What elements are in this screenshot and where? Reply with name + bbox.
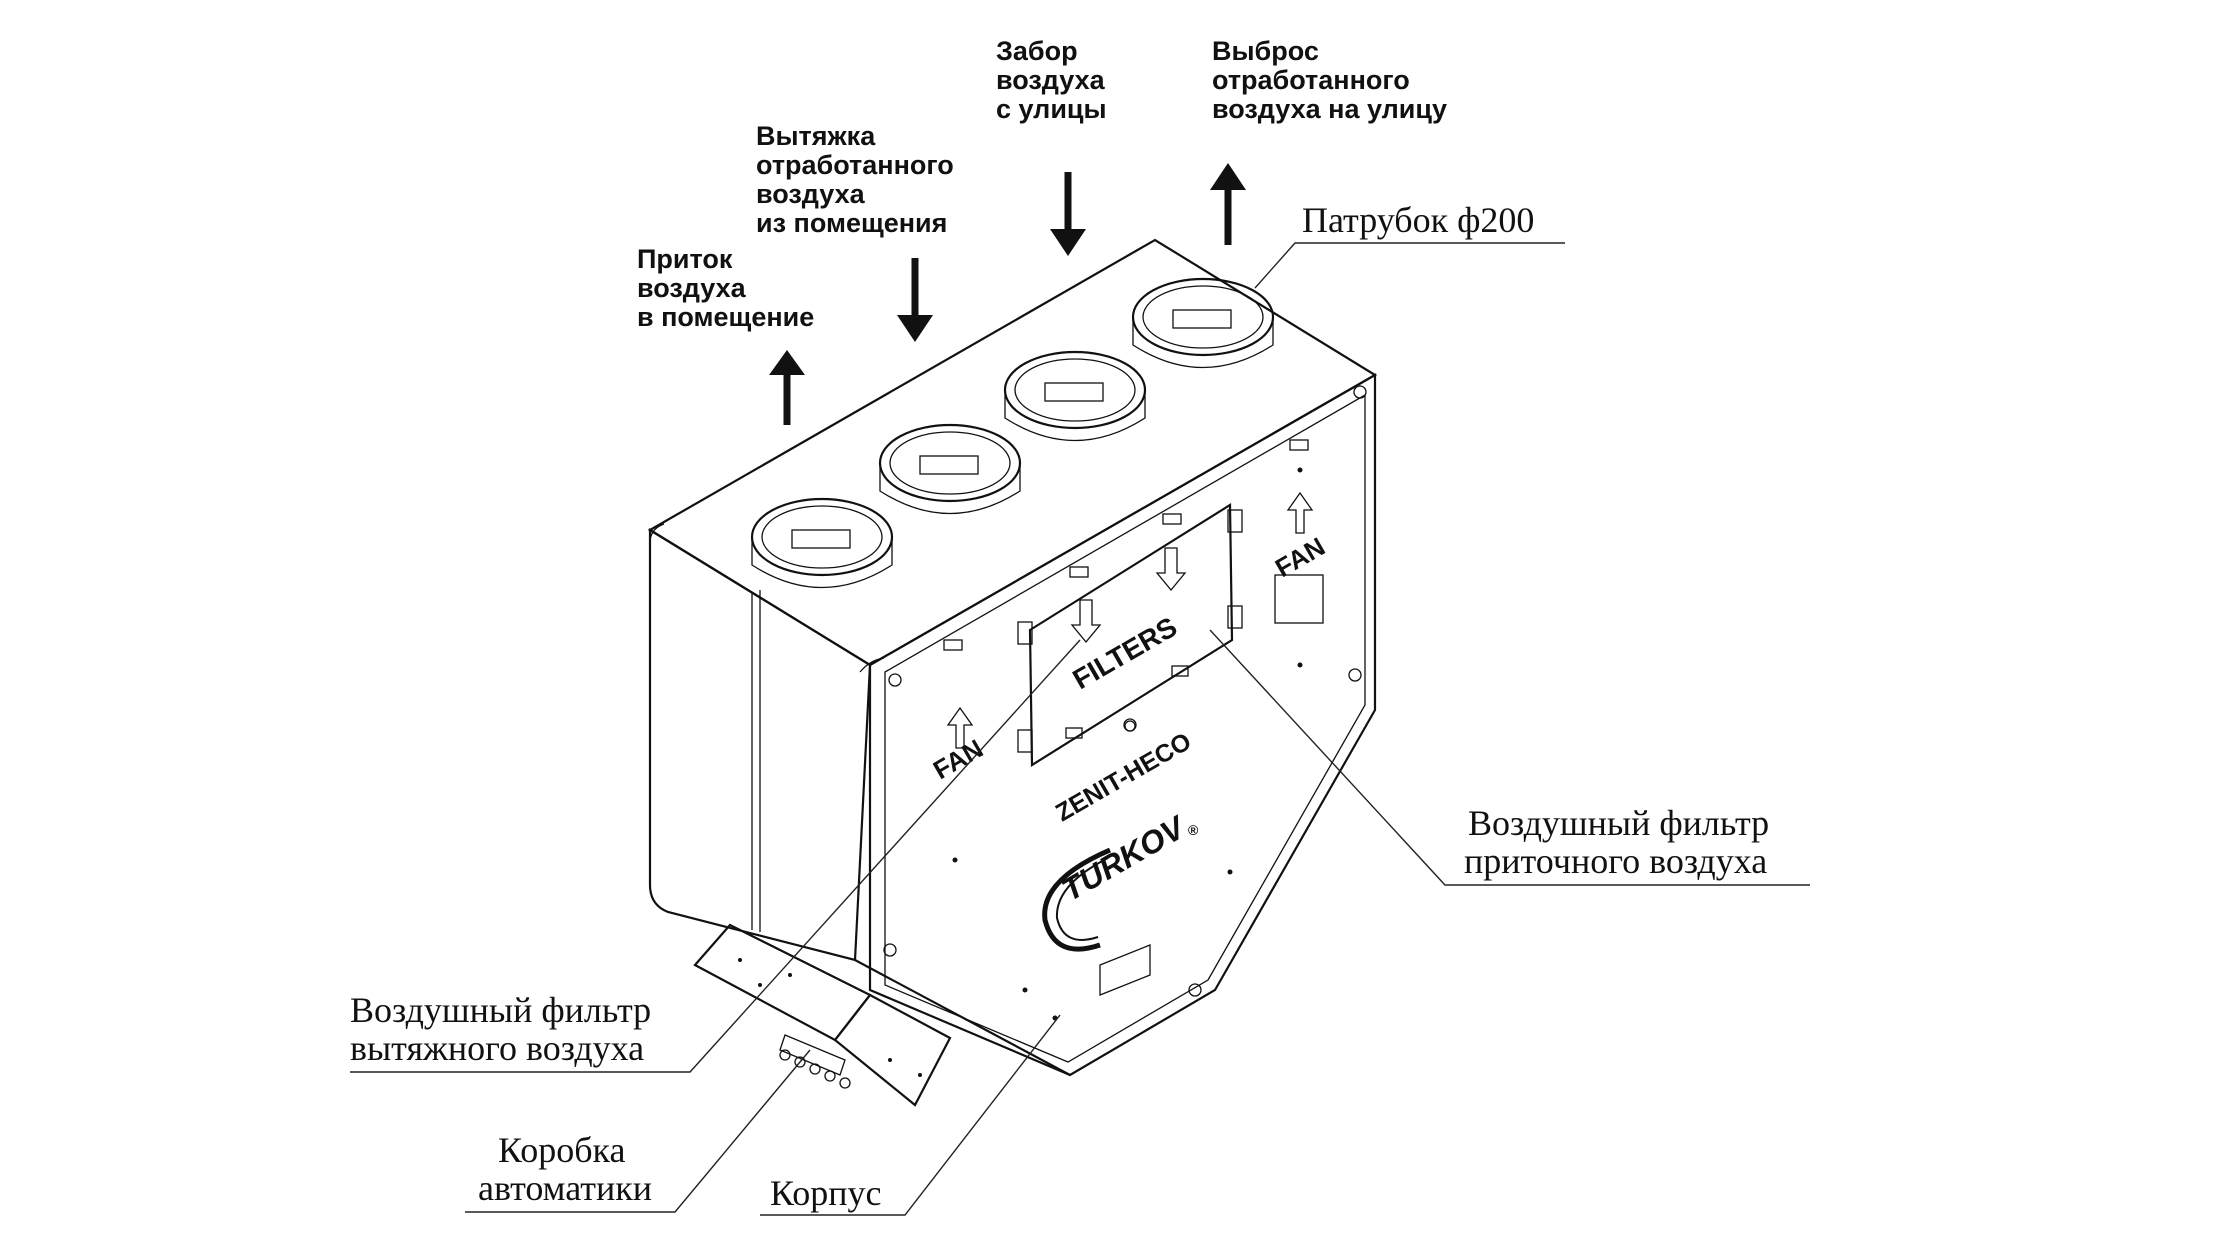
label-exhaust-outdoor: Выброс отработанного воздуха на улицу <box>1212 36 1447 124</box>
label-intake-line-1: Забор <box>996 36 1078 66</box>
label-extract-line-1: Вытяжка <box>756 121 876 151</box>
filter-hatch <box>1017 503 1243 767</box>
label-extract-from-room: Вытяжка отработанного воздуха из помещен… <box>756 121 954 238</box>
spigot-extract <box>878 423 1022 515</box>
label-supply-in-line-1: Приток <box>637 244 733 274</box>
label-intake-outdoor: Забор воздуха с улицы <box>996 36 1107 124</box>
callout-supply-filter: Воздушный фильтр приточного воздуха <box>1209 629 1810 886</box>
spigot-exhaust <box>1131 277 1275 369</box>
fan-label-left: FAN <box>928 733 988 785</box>
housing-body <box>647 238 1378 1077</box>
callout-control-box-line-1: Коробка <box>498 1130 625 1170</box>
callout-control-box-line-2: автоматики <box>478 1168 652 1208</box>
label-intake-line-2: воздуха <box>996 65 1106 95</box>
front-slots <box>943 439 1324 996</box>
brand-mark: ® <box>1188 822 1199 838</box>
duct-spigots <box>750 277 1275 589</box>
brand-label: TURKOV <box>1056 808 1193 908</box>
label-intake-line-3: с улицы <box>996 94 1107 124</box>
control-box <box>693 923 952 1107</box>
label-extract-line-2: отработанного <box>756 150 954 180</box>
callout-supply-filter-line-1: Воздушный фильтр <box>1468 803 1769 843</box>
spigot-intake <box>1003 350 1147 442</box>
turkov-logo: TURKOV ® <box>1042 808 1199 952</box>
callout-exhaust-filter-line-2: вытяжного воздуха <box>350 1028 644 1068</box>
outline-arrow-down-icon <box>1070 599 1102 644</box>
callout-control-box: Коробка автоматики <box>465 1049 811 1213</box>
outline-arrow-down-icon <box>1155 547 1187 592</box>
callout-housing-text: Корпус <box>770 1173 881 1213</box>
label-extract-line-4: из помещения <box>756 208 947 238</box>
label-exhaust-line-3: воздуха на улицу <box>1212 94 1447 124</box>
callout-exhaust-filter: Воздушный фильтр вытяжного воздуха <box>350 639 1081 1073</box>
callout-exhaust-filter-line-1: Воздушный фильтр <box>350 990 651 1030</box>
callout-duct: Патрубок ф200 <box>1254 200 1565 289</box>
arrow-down-icon <box>897 258 933 342</box>
outline-arrow-up-icon <box>1286 491 1314 534</box>
arrow-up-icon <box>1210 163 1246 245</box>
label-exhaust-line-2: отработанного <box>1212 65 1410 95</box>
callout-supply-filter-line-2: приточного воздуха <box>1464 841 1767 881</box>
label-extract-line-3: воздуха <box>756 179 866 209</box>
label-supply-in-line-3: в помещение <box>637 302 814 332</box>
callout-housing: Корпус <box>760 1014 1061 1216</box>
label-supply-in: Приток воздуха в помещение <box>637 244 814 332</box>
arrow-up-icon <box>769 350 805 425</box>
label-supply-in-line-2: воздуха <box>637 273 747 303</box>
spigot-supply <box>750 497 894 589</box>
model-label: ZENIT-HECO <box>1051 727 1196 827</box>
label-exhaust-line-1: Выброс <box>1212 36 1319 66</box>
outline-arrow-up-icon <box>946 706 974 749</box>
arrow-down-icon <box>1050 172 1086 256</box>
callout-duct-text: Патрубок ф200 <box>1302 200 1534 240</box>
